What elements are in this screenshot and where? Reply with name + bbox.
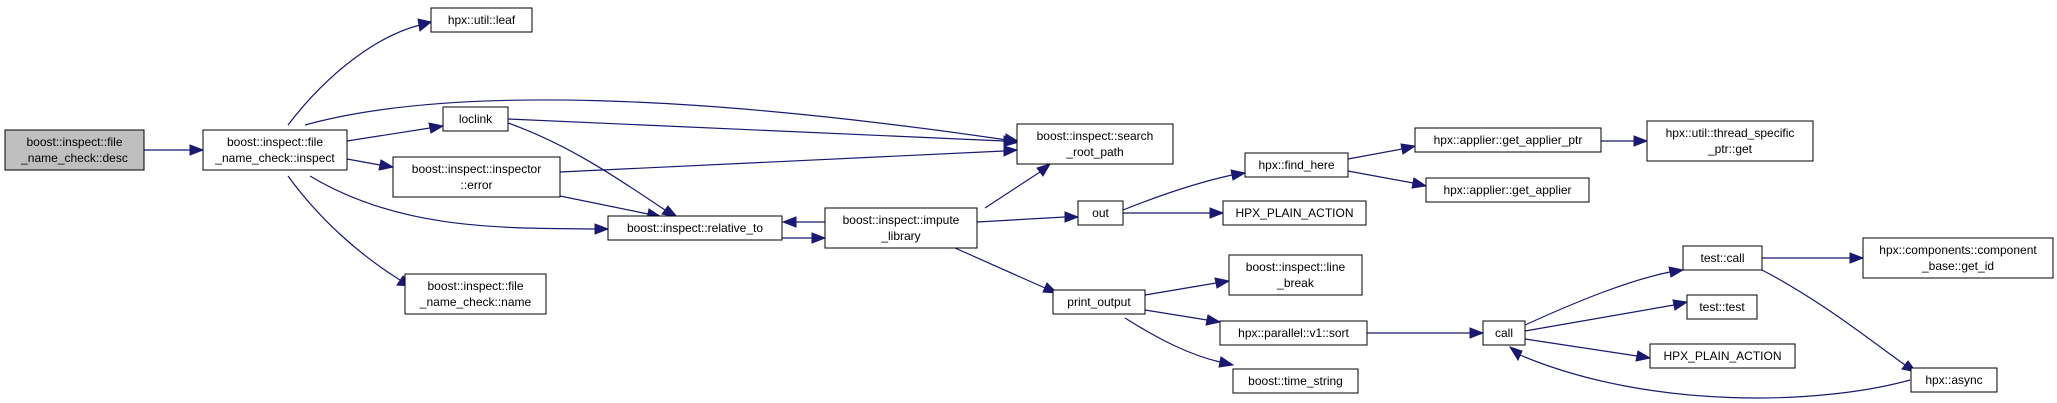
edge-impute-library-to-out — [976, 211, 1080, 223]
svg-text:hpx::find_here: hpx::find_here — [1258, 158, 1334, 172]
node-test-test[interactable]: test::test — [1686, 294, 1758, 320]
node-find-here[interactable]: hpx::find_here — [1244, 152, 1349, 178]
call-graph-nodes: boost::inspect::file _name_check::desc b… — [4, 7, 2054, 394]
svg-text:_name_check::inspect: _name_check::inspect — [214, 151, 335, 165]
edge-inspect-to-search-root-path — [304, 99, 1021, 147]
edge-call-to-plain-action — [1524, 338, 1652, 362]
node-test-call[interactable]: test::call — [1682, 245, 1763, 271]
svg-text:test::test: test::test — [1699, 300, 1745, 314]
svg-text:_library: _library — [880, 229, 920, 243]
node-time-string[interactable]: boost::time_string — [1232, 368, 1359, 394]
node-relative-to[interactable]: boost::inspect::relative_to — [607, 215, 783, 241]
edge-loclink-to-search-root-path — [507, 118, 1019, 147]
edge-impute-library-to-search-root-path — [984, 163, 1052, 209]
node-print-output[interactable]: print_output — [1052, 289, 1146, 315]
svg-text:hpx::applier::get_applier_ptr: hpx::applier::get_applier_ptr — [1434, 133, 1583, 147]
svg-text:hpx::components::component: hpx::components::component — [1879, 243, 2037, 257]
node-hpx-plain-action-2[interactable]: HPX_PLAIN_ACTION — [1649, 343, 1796, 369]
node-get-applier-ptr[interactable]: hpx::applier::get_applier_ptr — [1414, 127, 1602, 153]
node-out[interactable]: out — [1077, 200, 1124, 226]
edge-relative-to-to-impute-library — [782, 232, 827, 244]
node-inspector-error[interactable]: boost::inspect::inspector ::error — [392, 156, 561, 198]
edge-get-applier-ptr-to-thread-specific — [1601, 135, 1649, 147]
svg-text:HPX_PLAIN_ACTION: HPX_PLAIN_ACTION — [1235, 206, 1353, 220]
edge-call-to-test-test — [1524, 299, 1689, 332]
svg-text:::error: ::error — [460, 178, 492, 192]
node-search-root-path[interactable]: boost::inspect::search _root_path — [1016, 123, 1174, 165]
node-thread-specific-ptr-get[interactable]: hpx::util::thread_specific _ptr::get — [1646, 120, 1814, 162]
edge-inspect-to-relative-to — [309, 175, 610, 235]
edge-sort-to-call — [1367, 327, 1485, 339]
svg-text:test::call: test::call — [1700, 251, 1744, 265]
svg-text:boost::inspect::line: boost::inspect::line — [1246, 260, 1346, 274]
node-get-applier[interactable]: hpx::applier::get_applier — [1425, 177, 1590, 203]
node-component-base-get-id[interactable]: hpx::components::component _base::get_id — [1862, 237, 2054, 279]
node-call[interactable]: call — [1482, 320, 1526, 346]
edge-find-here-to-get-applier — [1347, 170, 1428, 189]
call-graph-edges — [144, 18, 1918, 399]
svg-text:_name_check::name: _name_check::name — [419, 295, 532, 309]
svg-text:hpx::parallel::v1::sort: hpx::parallel::v1::sort — [1238, 326, 1349, 340]
node-file-name-check-inspect[interactable]: boost::inspect::file _name_check::inspec… — [202, 129, 348, 171]
svg-text:boost::inspect::impute: boost::inspect::impute — [843, 213, 960, 227]
svg-text:_base::get_id: _base::get_id — [1921, 259, 1994, 273]
svg-text:_name_check::desc: _name_check::desc — [20, 151, 128, 165]
svg-text:boost::inspect::inspector: boost::inspect::inspector — [412, 162, 541, 176]
svg-text:boost::inspect::file: boost::inspect::file — [26, 135, 122, 149]
node-util-leaf[interactable]: hpx::util::leaf — [430, 7, 533, 33]
edge-print-output-to-sort — [1144, 309, 1222, 326]
svg-text:boost::inspect::relative_to: boost::inspect::relative_to — [627, 221, 763, 235]
svg-text:hpx::async: hpx::async — [1925, 373, 1982, 387]
node-file-name-check-desc[interactable]: boost::inspect::file _name_check::desc — [4, 129, 145, 171]
svg-text:loclink: loclink — [459, 112, 493, 126]
edge-call-to-test-call — [1524, 266, 1685, 326]
edge-desc-to-inspect — [144, 144, 205, 156]
svg-text:hpx::util::thread_specific: hpx::util::thread_specific — [1666, 126, 1795, 140]
edge-inspect-to-leaf — [287, 18, 433, 126]
svg-text:HPX_PLAIN_ACTION: HPX_PLAIN_ACTION — [1663, 349, 1781, 363]
edge-inspector-error-to-search-root-path — [559, 145, 1019, 173]
edge-impute-library-to-relative-to — [781, 216, 825, 228]
svg-text:boost::inspect::file: boost::inspect::file — [427, 279, 523, 293]
svg-text:boost::inspect::search: boost::inspect::search — [1037, 129, 1154, 143]
svg-text:_break: _break — [1276, 276, 1315, 290]
edge-print-output-to-time-string — [1124, 317, 1235, 368]
edge-inspect-to-loclink — [346, 122, 445, 142]
svg-text:call: call — [1495, 326, 1513, 340]
node-file-name-check-name[interactable]: boost::inspect::file _name_check::name — [404, 273, 547, 315]
edge-out-to-find-here — [1117, 169, 1247, 213]
svg-text:out: out — [1092, 206, 1109, 220]
node-line-break[interactable]: boost::inspect::line _break — [1228, 254, 1363, 296]
svg-text:boost::time_string: boost::time_string — [1248, 374, 1343, 388]
edge-print-output-to-line-break — [1144, 277, 1231, 296]
node-impute-library[interactable]: boost::inspect::impute _library — [824, 207, 978, 249]
edge-impute-library-to-print-output — [954, 247, 1059, 294]
edge-async-to-call — [1508, 346, 1911, 399]
edge-out-to-plain-action — [1123, 207, 1225, 219]
node-hpx-async[interactable]: hpx::async — [1910, 367, 1998, 393]
svg-text:_ptr::get: _ptr::get — [1707, 142, 1753, 156]
node-hpx-plain-action-1[interactable]: HPX_PLAIN_ACTION — [1222, 200, 1367, 226]
edge-inspect-to-inspector-error — [346, 158, 395, 171]
edge-find-here-to-get-applier-ptr — [1347, 143, 1417, 160]
edge-test-call-to-get-id — [1762, 252, 1865, 264]
svg-text:boost::inspect::file: boost::inspect::file — [227, 135, 323, 149]
svg-text:print_output: print_output — [1067, 295, 1131, 309]
node-loclink[interactable]: loclink — [442, 106, 509, 132]
node-parallel-sort[interactable]: hpx::parallel::v1::sort — [1219, 320, 1368, 346]
svg-text:_root_path: _root_path — [1065, 145, 1123, 159]
svg-text:hpx::util::leaf: hpx::util::leaf — [448, 13, 516, 27]
svg-text:hpx::applier::get_applier: hpx::applier::get_applier — [1443, 183, 1571, 197]
